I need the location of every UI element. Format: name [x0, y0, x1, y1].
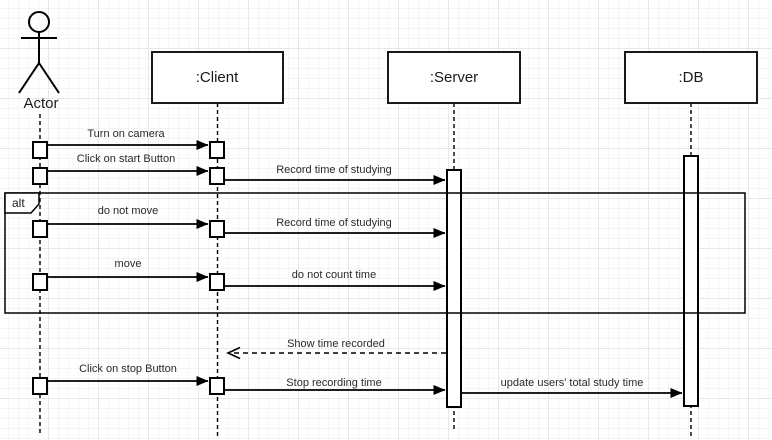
actor-activation [32, 273, 48, 291]
server-activation-bar [446, 169, 462, 408]
message-label: do not move [97, 205, 159, 217]
actor-activation [32, 141, 48, 159]
open-arrowhead [226, 346, 241, 360]
client-header-box [151, 51, 284, 104]
actor-figure [18, 11, 60, 94]
message-label: Click on start Button [76, 153, 176, 165]
db-activation-bar [683, 155, 699, 407]
message-label: Click on stop Button [79, 363, 177, 375]
client-activation [209, 141, 225, 159]
message-label: Record time of studying [276, 164, 392, 176]
actor-legs [18, 62, 60, 94]
message-label: Record time of studying [276, 217, 392, 229]
lifeline-label-client: :Client [195, 69, 239, 86]
message-label: move [114, 258, 142, 270]
message-label: update users' total study time [500, 377, 644, 389]
actor-label: Actor [23, 95, 59, 112]
client-activation [209, 377, 225, 395]
actor-activation [32, 167, 48, 185]
lifeline-label-db: :DB [678, 69, 704, 86]
lifeline-label-server: :Server [429, 69, 479, 86]
client-activation [209, 220, 225, 238]
actor-head [28, 11, 50, 33]
server-header-box [387, 51, 521, 104]
message-label: do not count time [291, 269, 377, 281]
message-label: Turn on camera [87, 128, 165, 140]
actor-activation [32, 220, 48, 238]
alt-operator-label: alt [12, 196, 25, 210]
alt-fragment-frame [4, 192, 746, 314]
alt-fragment-label-pentagon [4, 192, 40, 214]
message-label: Show time recorded [287, 338, 385, 350]
client-activation [209, 273, 225, 291]
message-label: Stop recording time [286, 377, 382, 389]
client-activation [209, 167, 225, 185]
actor-activation [32, 377, 48, 395]
db-header-box [624, 51, 758, 104]
